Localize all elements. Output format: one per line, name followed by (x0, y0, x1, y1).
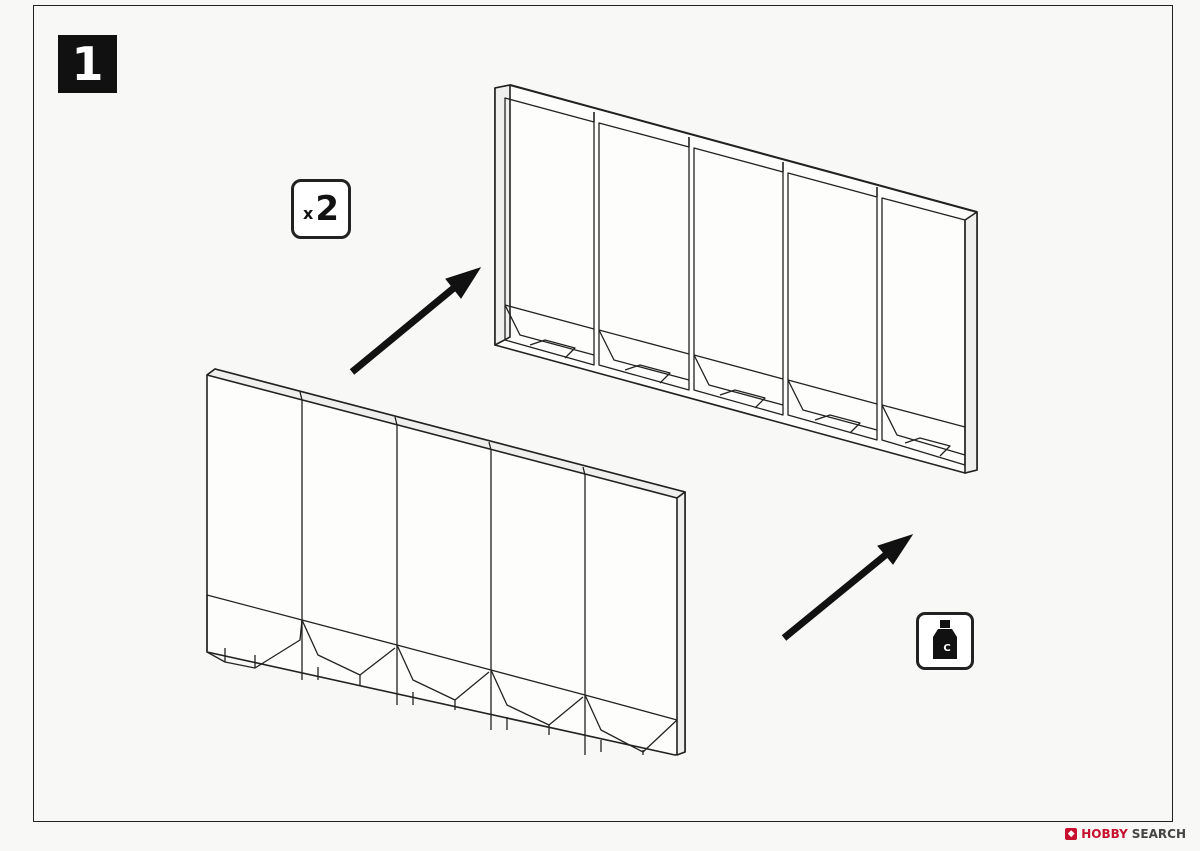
quantity-badge: x 2 (291, 179, 351, 239)
step-number-badge: 1 (58, 35, 117, 93)
arrow-up (349, 267, 482, 375)
watermark-logo-icon: ◆ (1065, 828, 1078, 840)
cement-bottle-icon (933, 620, 957, 659)
outer-panel-part (206, 368, 686, 756)
quantity-prefix: x (303, 203, 314, 223)
diagram-frame (33, 5, 1173, 822)
quantity-count: 2 (315, 189, 339, 229)
inner-panel-outline (494, 84, 978, 474)
cement-icon: C (916, 612, 974, 670)
watermark-suffix: SEARCH (1131, 827, 1186, 841)
watermark: ◆ HOBBY SEARCH (1065, 827, 1186, 841)
cement-letter: C (943, 643, 951, 654)
watermark-brand: HOBBY (1081, 827, 1128, 841)
inner-panel-part (494, 84, 978, 474)
arrow-down (781, 534, 914, 641)
outer-panel-outline (206, 368, 686, 756)
